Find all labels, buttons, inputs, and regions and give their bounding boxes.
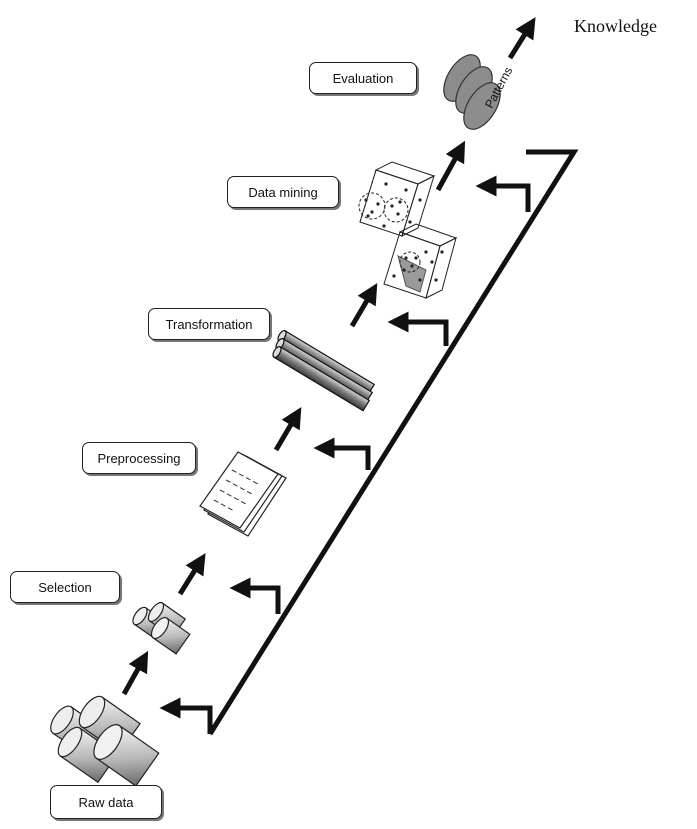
- feedback-arrow-transformation: [387, 311, 449, 346]
- document-stack-icon: [199, 451, 287, 537]
- feedback-arrows: [159, 175, 531, 734]
- feedback-arrow-selection: [229, 577, 281, 614]
- feedback-arrow-preprocessing: [313, 437, 371, 470]
- stage-label-evaluation: Evaluation: [309, 62, 417, 94]
- arrow-selection-to-preprocessing: [177, 553, 206, 596]
- arrow-preprocessing-to-transformation: [273, 406, 302, 452]
- database-cylinders-icon: [50, 695, 160, 787]
- process-arrows: [121, 17, 536, 696]
- feedback-line: [207, 149, 579, 736]
- stage-label-selection: Selection: [10, 571, 120, 603]
- arrow-datamining-to-evaluation: [435, 140, 466, 192]
- feedback-arrow-datamining: [475, 175, 531, 212]
- pipe-bundle-icon: [272, 330, 376, 412]
- selected-cylinders-icon: [132, 601, 191, 655]
- stage-label-preprocessing: Preprocessing: [82, 442, 196, 474]
- arrow-evaluation-to-knowledge: [507, 17, 536, 60]
- data-cube-icon: [358, 161, 458, 299]
- patterns-ellipses-icon: [443, 54, 501, 130]
- arrow-transformation-to-datamining: [349, 282, 378, 328]
- stage-label-transformation: Transformation: [148, 308, 270, 340]
- stage-label-data-mining: Data mining: [227, 176, 339, 208]
- stage-label-raw-data: Raw data: [50, 785, 162, 819]
- arrow-raw-to-selection: [121, 650, 149, 696]
- feedback-arrow-raw: [159, 697, 213, 734]
- knowledge-label: Knowledge: [574, 16, 657, 36]
